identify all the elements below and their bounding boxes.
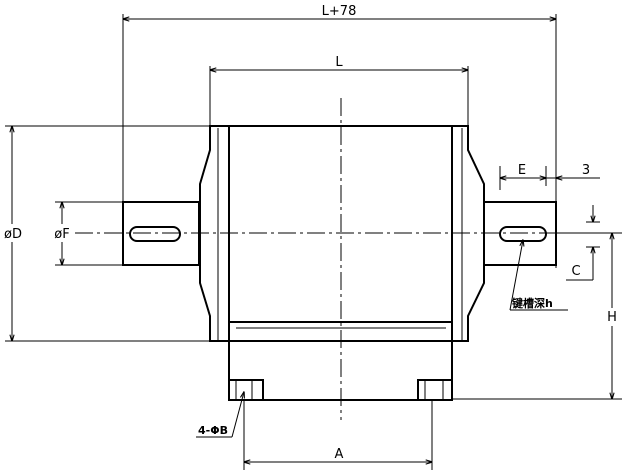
main-body bbox=[228, 125, 453, 401]
overall-length-label: L+78 bbox=[322, 4, 357, 19]
outer-diameter-label: øD bbox=[4, 227, 22, 242]
mount-hole-right bbox=[417, 379, 453, 401]
right-keyway-slot bbox=[499, 226, 547, 242]
dim-center-height: H bbox=[604, 233, 620, 399]
callout-keyway: 键槽深h bbox=[509, 240, 568, 311]
dim-key-depth: C bbox=[566, 205, 593, 281]
keyway-callout-label: 键槽深h bbox=[511, 296, 553, 310]
dim-shaft-diameter: øF bbox=[50, 202, 74, 265]
mount-holes-callout-label: 4-ΦB bbox=[198, 424, 228, 437]
left-keyway-slot bbox=[129, 226, 181, 242]
dim-body-length: L bbox=[210, 55, 468, 70]
center-height-label: H bbox=[607, 310, 617, 325]
left-end-cap bbox=[199, 125, 229, 342]
foot-spacing-label: A bbox=[335, 447, 344, 462]
dim-foot-spacing: A bbox=[244, 447, 432, 462]
key-offset-label: 3 bbox=[582, 163, 590, 178]
shaft-diameter-label: øF bbox=[54, 227, 69, 242]
dim-key-offset: 3 bbox=[546, 163, 600, 178]
key-length-label: E bbox=[518, 163, 526, 178]
centerlines bbox=[75, 98, 608, 420]
right-end-cap bbox=[452, 125, 485, 342]
key-depth-label: C bbox=[571, 264, 580, 279]
dim-key-length: E bbox=[500, 163, 546, 190]
dim-outer-diameter: øD bbox=[2, 126, 22, 341]
mount-hole-left bbox=[228, 379, 264, 401]
dim-overall-length: L+78 bbox=[123, 4, 556, 19]
body-length-label: L bbox=[335, 55, 343, 70]
callout-mount-holes: 4-ΦB bbox=[196, 392, 244, 438]
